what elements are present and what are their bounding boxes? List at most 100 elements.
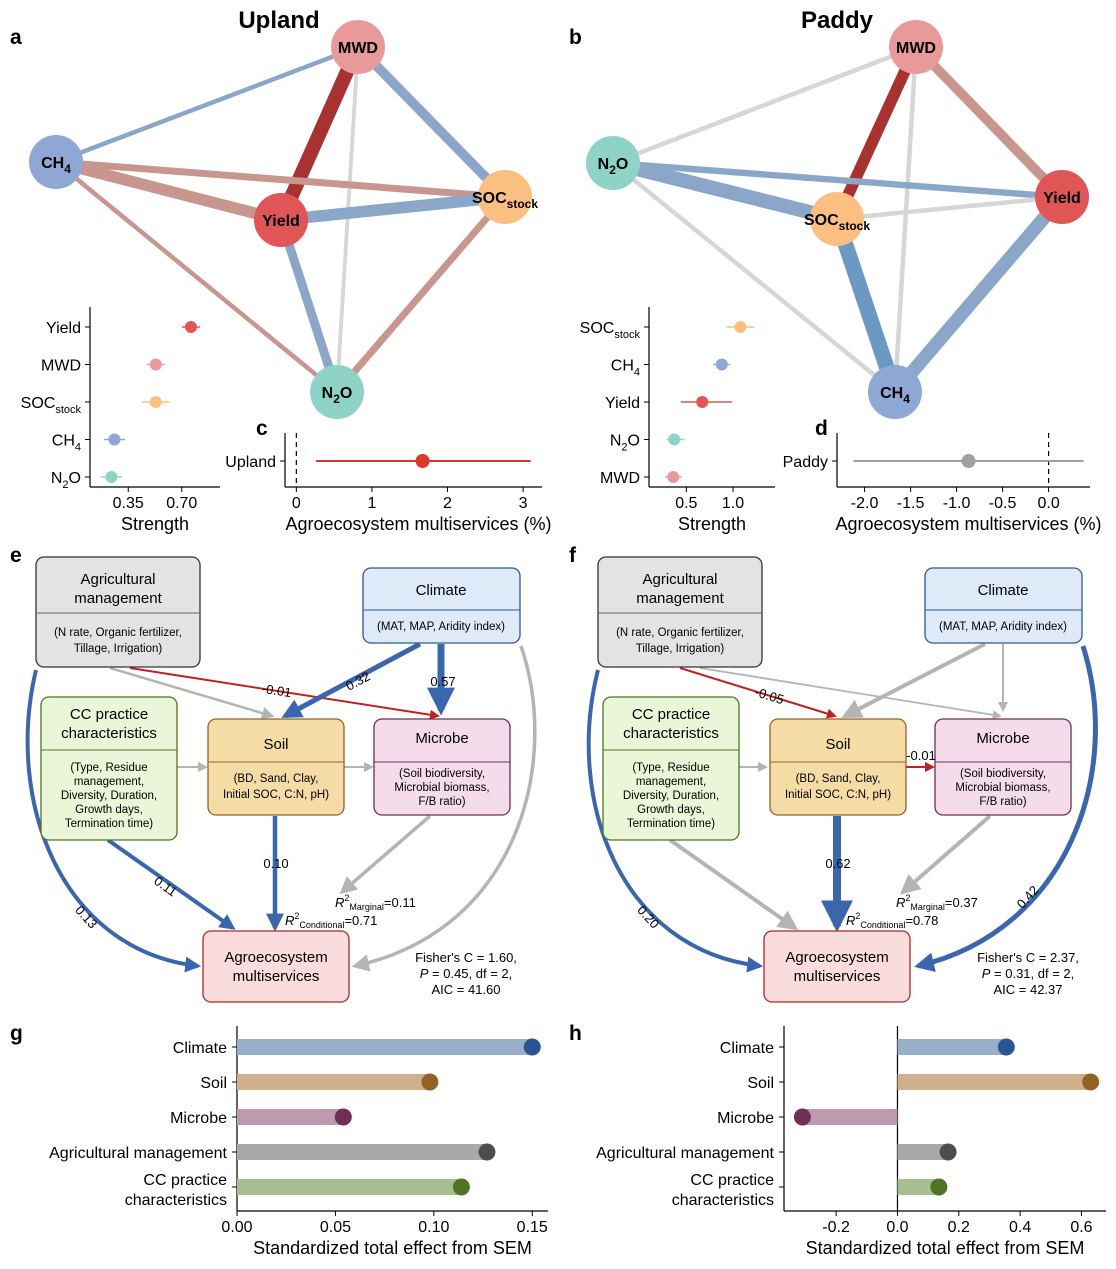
fisher-c-upland: Fisher's C = 1.60,	[415, 950, 517, 965]
label-main: SOC	[472, 190, 507, 207]
network-node-label: SOCstock	[804, 212, 870, 233]
x-tick-label: 1.0	[722, 495, 744, 512]
box-title: Climate	[978, 582, 1029, 599]
y-tick-label: Climate	[720, 1040, 774, 1057]
x-axis-title: Agroecosystem multiservices (%)	[285, 514, 551, 534]
strength-point	[696, 396, 709, 408]
path-climate-amf	[351, 645, 537, 972]
path-climate-soil	[841, 642, 986, 718]
effect-bar	[802, 1109, 898, 1125]
x-tick-label: 0.35	[113, 495, 144, 512]
network-node-mwd	[331, 20, 385, 74]
effect-dot	[1082, 1073, 1100, 1091]
network-node-yield	[1035, 170, 1089, 224]
path-microbe-amf	[339, 814, 432, 895]
strength-point	[184, 321, 197, 333]
effect-bar	[237, 1144, 487, 1160]
effect-bar	[237, 1179, 462, 1195]
strength-point	[667, 471, 680, 483]
effect-bar	[237, 1039, 533, 1055]
sem-diagram-upland: Agricultural management (N rate, Organic…	[25, 556, 537, 1003]
r2-symbol: R	[285, 913, 294, 928]
label-tail: O	[628, 433, 640, 450]
network-node-soc	[478, 170, 532, 224]
network-node-n2o	[586, 136, 640, 190]
box-subtitle: Growth days,	[637, 804, 705, 816]
r2-sup: 2	[294, 911, 299, 921]
network-edge-mwd-ch4	[892, 46, 919, 393]
network-node-label: Yield	[262, 213, 300, 230]
x-tick-label: -2.0	[851, 495, 879, 512]
network-edge-mwd-yield	[912, 43, 1066, 201]
strength-point	[149, 396, 162, 408]
y-tick-label: CC practice	[143, 1172, 227, 1189]
box-subtitle: Diversity, Duration,	[61, 790, 157, 802]
panel-label-g: g	[10, 1022, 23, 1045]
box-title: Soil	[263, 736, 288, 753]
x-axis-title: Strength	[678, 514, 746, 534]
y-tick-label: characteristics	[672, 1192, 774, 1209]
box-agroecosystem-multiservices: Agroecosystem multiservices	[763, 930, 911, 1003]
label-main: MWD	[896, 40, 936, 57]
path-climate-amf	[914, 645, 1098, 973]
box-title: characteristics	[623, 725, 719, 742]
network-edge-soc-n2o	[334, 194, 508, 395]
box-title: Soil	[825, 736, 850, 753]
r2-paddy: R2Marginal=0.37 R2Conditional=0.78	[846, 893, 978, 930]
x-tick-label: 0.00	[221, 1219, 252, 1236]
network-edge-yield-soc	[280, 191, 506, 226]
panel-label-e: e	[10, 544, 22, 567]
network-node-mwd	[889, 20, 943, 74]
effect-dot	[997, 1038, 1015, 1056]
r2-marginal-label: Marginal	[910, 902, 945, 912]
network-node-ch4	[868, 365, 922, 419]
label-subscript: 2	[62, 479, 68, 491]
y-tick-label: Paddy	[783, 454, 828, 471]
r2-upland: R2Marginal=0.11 R2Conditional=0.71	[285, 893, 416, 930]
box-title: Microbe	[415, 730, 468, 747]
svg-text:R2Conditional=0.71: R2Conditional=0.71	[285, 911, 377, 930]
panel-label-f: f	[569, 544, 577, 567]
x-tick-label: -0.5	[989, 495, 1017, 512]
network-edge-ch4-soc	[55, 158, 506, 201]
box-subtitle: management,	[636, 776, 706, 788]
box-subtitle: (Soil biodiversity,	[399, 768, 485, 780]
label-subscript: 4	[903, 392, 910, 406]
effect-dot	[930, 1178, 948, 1196]
x-tick-label: 0.15	[517, 1219, 548, 1236]
label-main: Yield	[262, 213, 300, 230]
aic-upland: AIC = 41.60	[431, 982, 500, 997]
x-tick-label: -0.2	[822, 1219, 850, 1236]
r2-symbol: R	[896, 895, 905, 910]
effect-bar	[237, 1109, 344, 1125]
y-tick-label: Microbe	[717, 1110, 774, 1127]
y-tick-label: CH4	[52, 433, 81, 454]
p-df-value: = 0.45, df = 2,	[432, 966, 512, 981]
x-tick-label: 2	[443, 495, 452, 512]
x-axis-title: Standardized total effect from SEM	[806, 1238, 1085, 1258]
label-subscript: 4	[64, 162, 71, 176]
x-tick-label: -1.5	[897, 495, 925, 512]
label-subscript: stock	[55, 404, 81, 416]
network-node-soc	[810, 192, 864, 246]
box-soil: Soil (BD, Sand, Clay, Initial SOC, C:N, …	[207, 718, 345, 816]
label-main: MWD	[41, 358, 81, 375]
y-tick-label: Soil	[200, 1075, 227, 1092]
network-edge-mwd-n2o	[612, 44, 917, 166]
r2-marginal-value: =0.37	[945, 895, 978, 910]
y-tick-label: Agricultural management	[49, 1145, 227, 1162]
coef-soil-amf: 0.10	[263, 856, 288, 871]
label-main: N	[598, 156, 610, 173]
r2-conditional-value: =0.71	[344, 913, 377, 928]
box-title: CC practice	[70, 706, 148, 723]
network-title-paddy: Paddy	[801, 7, 874, 34]
network-node-label: MWD	[896, 40, 936, 57]
effect-dot	[478, 1143, 496, 1161]
network-edge-yield-ch4	[889, 192, 1068, 397]
y-tick-label: SOCstock	[21, 395, 82, 416]
label-main: Yield	[605, 395, 640, 412]
effect-dot	[452, 1178, 470, 1196]
